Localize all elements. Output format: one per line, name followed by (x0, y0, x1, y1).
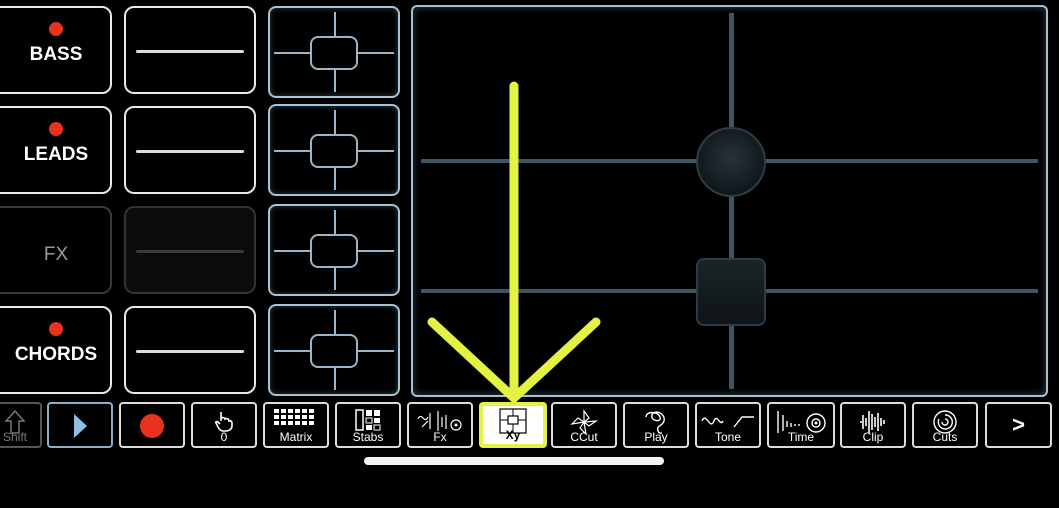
fader-line (136, 50, 244, 53)
fx-button[interactable]: Fx (407, 402, 473, 448)
record-icon (140, 414, 164, 438)
xy-label: Xy (505, 428, 521, 442)
stabs-button[interactable]: Stabs (335, 402, 401, 448)
xy-pad-main[interactable] (411, 5, 1048, 397)
hand-pointer-icon (214, 412, 233, 432)
track-button-bass[interactable]: BASS (0, 6, 112, 94)
track-label: FX (43, 244, 69, 265)
tone-label: Tone (714, 430, 742, 444)
fader-line (136, 250, 244, 253)
shift-button[interactable]: Shift (0, 402, 42, 448)
mini-xy-pad-leads[interactable] (268, 104, 400, 196)
track-label: LEADS (23, 144, 89, 165)
stabs-grid-icon (355, 409, 381, 431)
waveform-tone-icon (701, 416, 754, 428)
play-mode-label: Play (644, 430, 668, 444)
armed-indicator (49, 122, 63, 136)
mini-xy-pad-chords[interactable] (268, 304, 400, 396)
tap-button[interactable]: 0 (191, 402, 257, 448)
tap-count: 0 (220, 430, 228, 444)
cuts-button[interactable]: Cuts (912, 402, 978, 448)
clip-label: Clip (862, 430, 884, 444)
squiggle-icon (645, 411, 665, 434)
time-button[interactable]: Time (767, 402, 835, 448)
track-button-leads[interactable]: LEADS (0, 106, 112, 194)
time-pulse-icon (777, 411, 826, 433)
home-indicator (364, 457, 664, 465)
track-button-chords[interactable]: CHORDS (0, 306, 112, 394)
xy-knob[interactable] (310, 134, 358, 168)
track-label: BASS (29, 44, 83, 65)
armed-indicator (49, 322, 63, 336)
fx-knobs-icon (417, 411, 462, 431)
stabs-label: Stabs (352, 430, 384, 444)
xy-button[interactable]: Xy (479, 402, 547, 448)
play-mode-button[interactable]: Play (623, 402, 689, 448)
record-button[interactable] (119, 402, 185, 448)
clip-button[interactable]: Clip (840, 402, 906, 448)
audio-clip-icon (860, 411, 885, 433)
shift-label: Shift (2, 430, 27, 444)
ccut-label: CCut (570, 430, 598, 444)
mini-xy-pad-fx[interactable] (268, 204, 400, 296)
xy-pad-icon (499, 408, 527, 434)
xy-square-handle[interactable] (696, 258, 766, 326)
more-button[interactable]: > (985, 402, 1052, 448)
fader-pad-bass[interactable] (124, 6, 256, 94)
fader-line (136, 150, 244, 153)
armed-indicator (49, 22, 63, 36)
fader-pad-leads[interactable] (124, 106, 256, 194)
more-chevron: > (1012, 412, 1025, 437)
xy-line-v (729, 13, 734, 389)
tone-button[interactable]: Tone (695, 402, 761, 448)
xy-knob[interactable] (310, 234, 358, 268)
grid-icon (274, 409, 314, 425)
play-icon (74, 414, 87, 438)
xy-knob[interactable] (310, 36, 358, 70)
cuts-label: Cuts (932, 430, 958, 444)
track-label: CHORDS (14, 344, 98, 365)
pinwheel-icon (570, 409, 599, 435)
time-label: Time (787, 430, 815, 444)
shift-arrow-icon (4, 409, 26, 434)
fader-pad-fx[interactable] (124, 206, 256, 294)
mini-xy-pad-bass[interactable] (268, 6, 400, 98)
fader-line (136, 350, 244, 353)
matrix-label: Matrix (279, 430, 313, 444)
xy-knob[interactable] (310, 334, 358, 368)
cuts-spiral-icon (933, 410, 957, 434)
fx-label: Fx (433, 430, 447, 444)
play-button[interactable] (47, 402, 113, 448)
fader-pad-chords[interactable] (124, 306, 256, 394)
xy-circle-handle[interactable] (696, 127, 766, 197)
track-button-fx[interactable]: FX (0, 206, 112, 294)
matrix-button[interactable]: Matrix (263, 402, 329, 448)
ccut-button[interactable]: CCut (551, 402, 617, 448)
